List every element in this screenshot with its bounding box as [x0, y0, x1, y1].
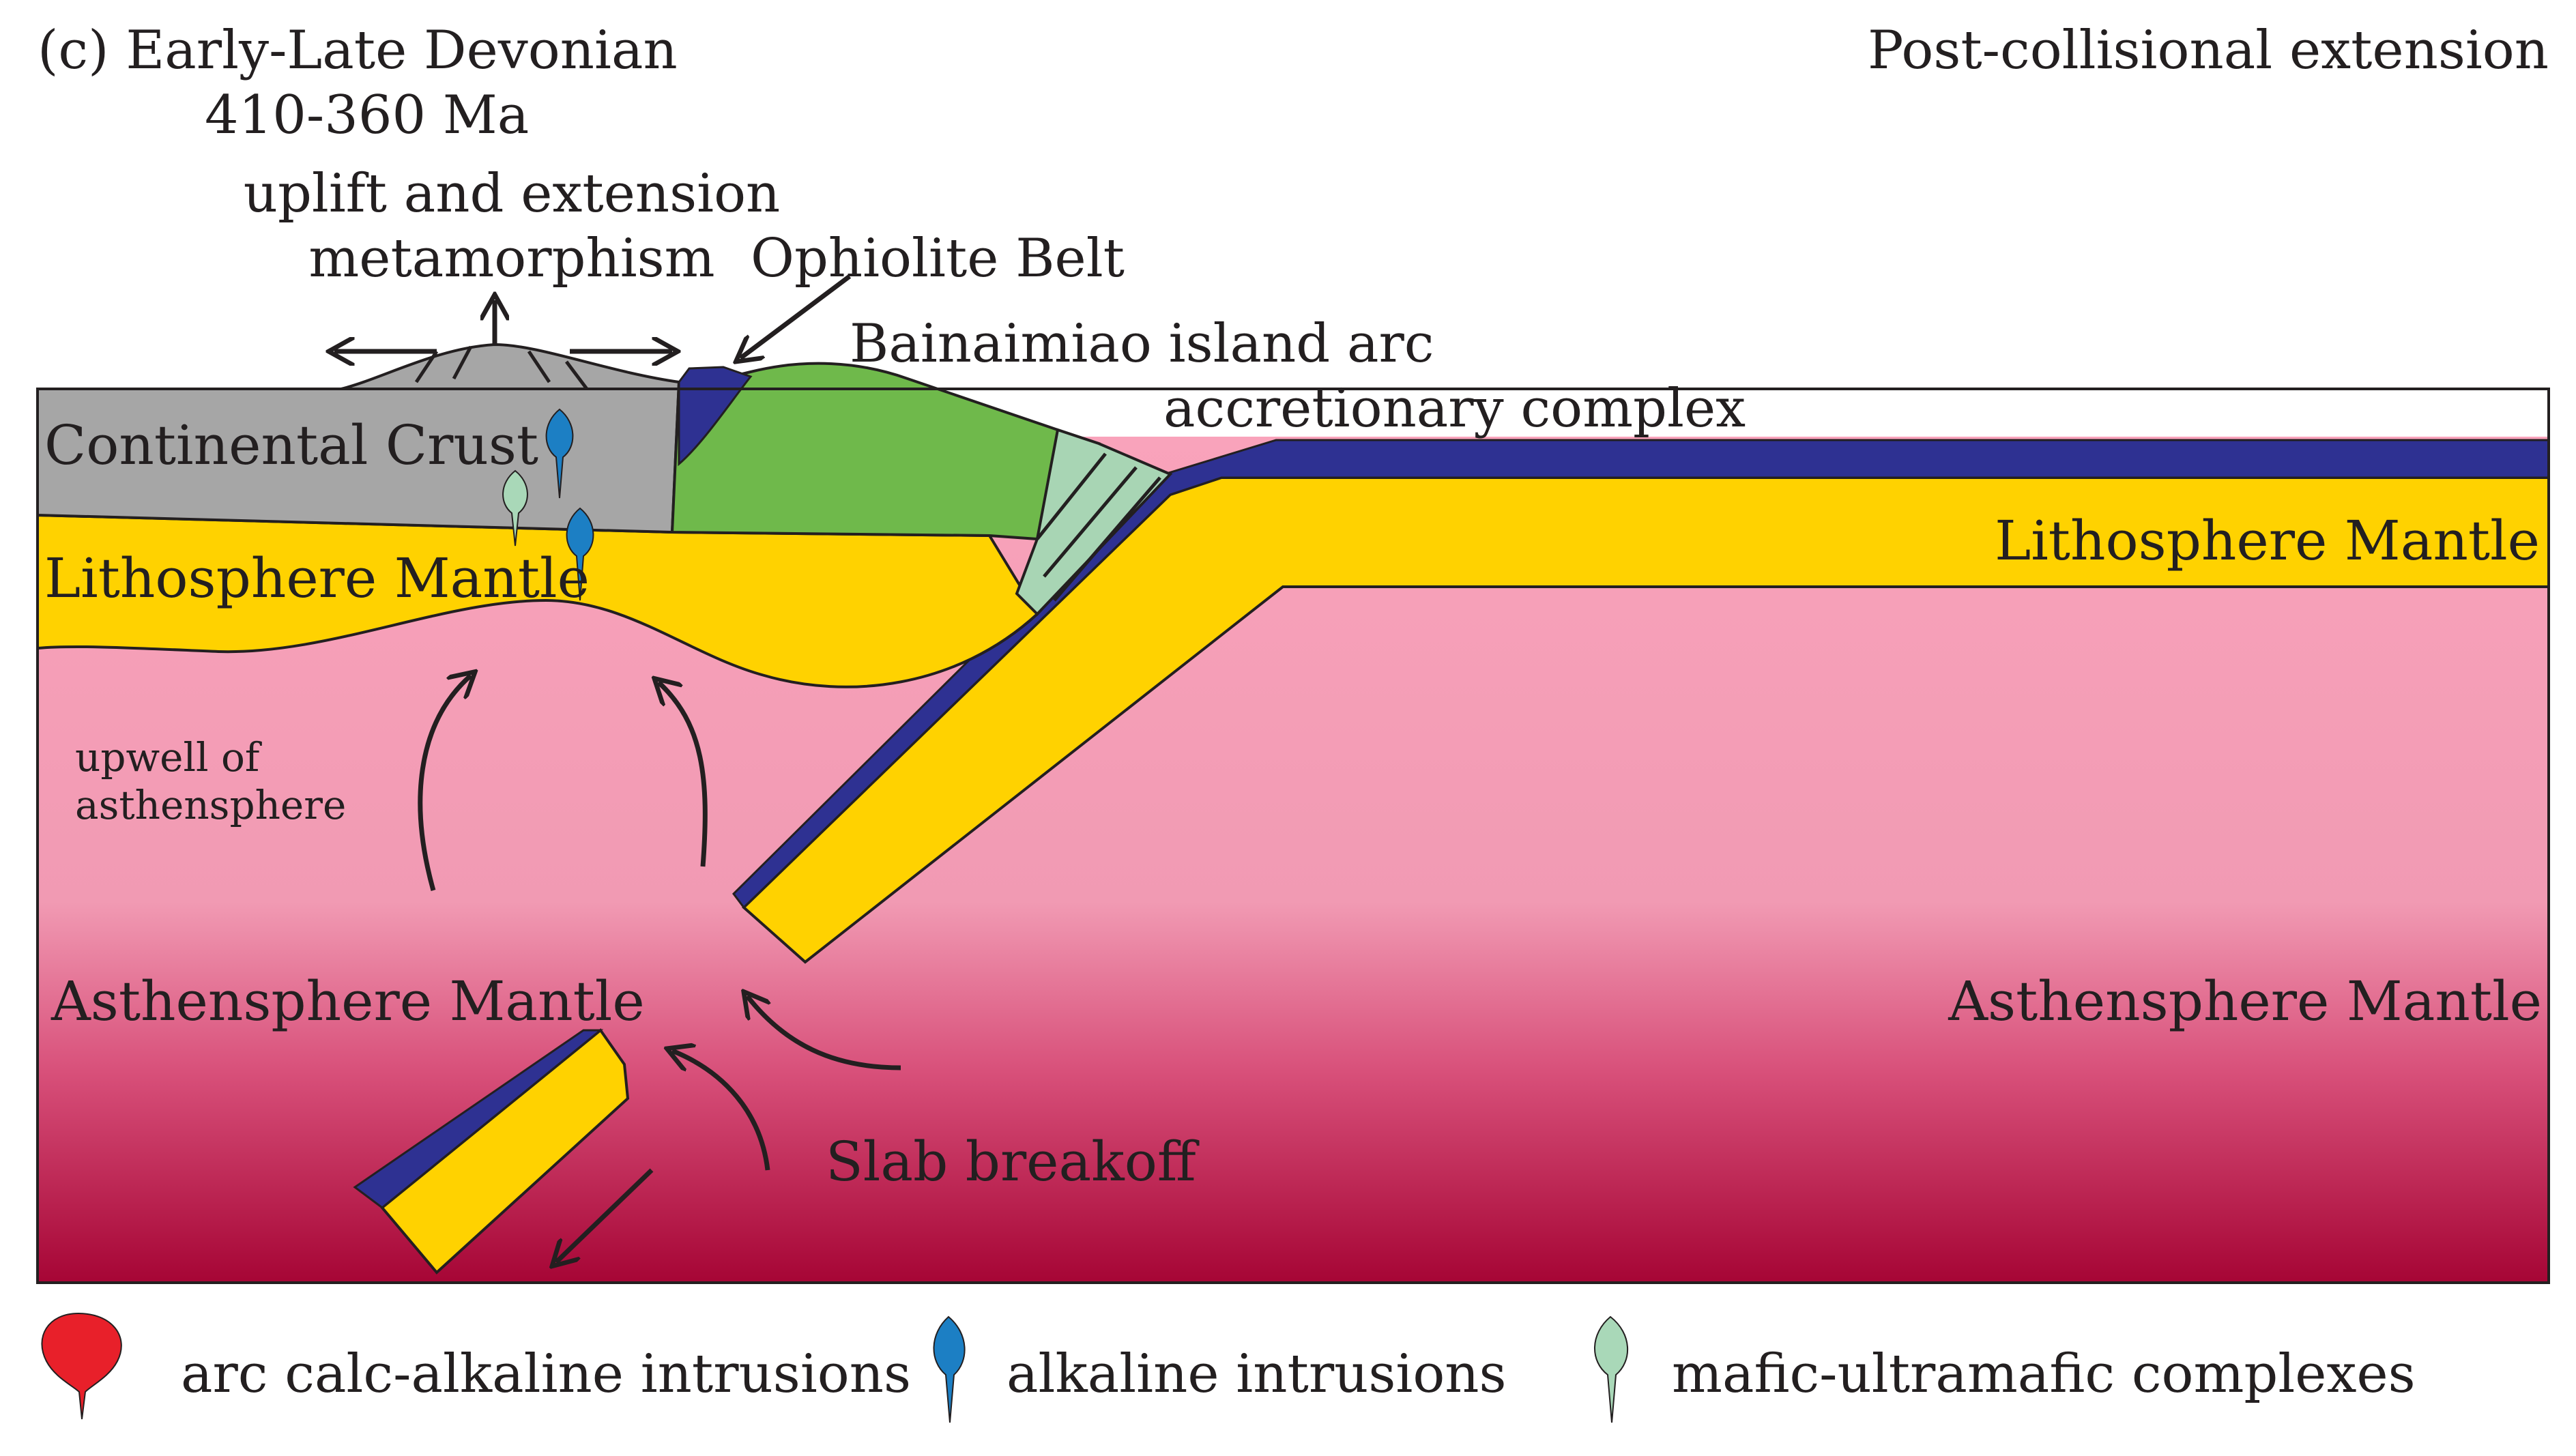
continental-crust-label: Continental Crust [44, 413, 538, 477]
legend-label-mafic-ultramafic: mafic-ultramafic complexes [1672, 1343, 2416, 1405]
age-range: 410-360 Ma [205, 85, 529, 146]
lithosphere-mantle-left-label: Lithosphere Mantle [44, 547, 590, 610]
panel-title: (c) Early-Late Devonian [38, 20, 678, 81]
red-drop-icon [42, 1313, 121, 1419]
legend: arc calc-alkaline intrusions alkaline in… [42, 1313, 2415, 1423]
lithosphere-mantle-right-label: Lithosphere Mantle [1995, 509, 2540, 572]
setting-label: Post-collisional extension [1868, 20, 2549, 81]
metamorphism-label: metamorphism [308, 228, 714, 289]
uplift-label: uplift and extension [244, 163, 781, 224]
legend-label-arc-calc-alkaline: arc calc-alkaline intrusions [181, 1343, 911, 1405]
green-drop-icon [1595, 1317, 1627, 1423]
asthenosphere-mantle-right-label: Asthensphere Mantle [1948, 970, 2542, 1033]
slab-breakoff-label: Slab breakoff [826, 1130, 1200, 1193]
upwell-label-line1: upwell of [75, 734, 262, 781]
blue-drop-icon [934, 1317, 964, 1423]
upwell-label-line2: asthensphere [75, 782, 346, 828]
island-arc-label: Bainaimiao island arc [850, 313, 1434, 375]
asthenosphere-mantle-left-label: Asthensphere Mantle [50, 970, 645, 1033]
legend-label-alkaline: alkaline intrusions [1007, 1343, 1507, 1405]
accretionary-complex-label: accretionary complex [1163, 378, 1746, 439]
ophiolite-belt-label: Ophiolite Belt [751, 228, 1125, 289]
